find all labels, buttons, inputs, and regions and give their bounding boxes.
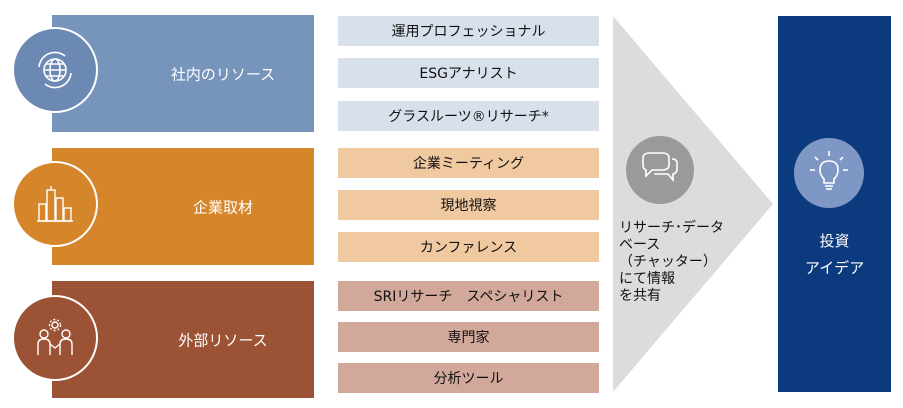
item-esg-analysts: ESGアナリスト [338, 58, 599, 88]
internal-resources-label: 社内のリソース [170, 65, 276, 83]
item-investment-professionals: 運用プロフェッショナル [338, 16, 599, 46]
share-line-2: ベース [619, 237, 661, 253]
internal-resources-badge [12, 27, 98, 113]
chat-bubbles-icon [642, 152, 678, 183]
chat-badge [626, 136, 694, 204]
idea-badge [794, 138, 864, 208]
item-company-meetings: 企業ミーティング [338, 148, 599, 178]
item-analytics-tools: 分析ツール [338, 363, 599, 393]
idea-line-1: 投資 [819, 232, 850, 250]
item-conferences: カンファレンス [338, 232, 599, 262]
external-resources-badge [12, 295, 98, 381]
item-experts: 専門家 [338, 322, 599, 352]
company-visits-band: 企業取材 [52, 148, 314, 265]
item-sri-research-specialists: SRIリサーチ スペシャリスト [338, 281, 599, 311]
share-line-3: （チャッター） [619, 254, 717, 270]
item-grassroots-research: グラスルーツ®リサーチ* [338, 101, 599, 131]
idea-line-2: アイデア [804, 259, 865, 277]
investment-ideas-panel: 投資 アイデア [778, 16, 891, 392]
flow-chevron-arrow [613, 16, 773, 392]
item-site-visits: 現地視察 [338, 190, 599, 220]
globe-icon [38, 51, 72, 89]
lightbulb-icon [810, 151, 848, 190]
city-buildings-icon [37, 186, 73, 222]
share-line-4: にて情報 [619, 271, 675, 287]
share-line-1: リサーチ･データ [619, 220, 724, 236]
investment-ideas-label: 投資 アイデア [778, 228, 891, 282]
company-visits-label: 企業取材 [192, 198, 253, 216]
people-gear-icon [37, 318, 73, 355]
company-visits-badge [12, 161, 98, 247]
share-line-5: を共有 [619, 288, 661, 304]
share-description: リサーチ･データ ベース （チャッター） にて情報 を共有 [619, 220, 759, 305]
external-resources-label: 外部リソース [178, 331, 268, 349]
